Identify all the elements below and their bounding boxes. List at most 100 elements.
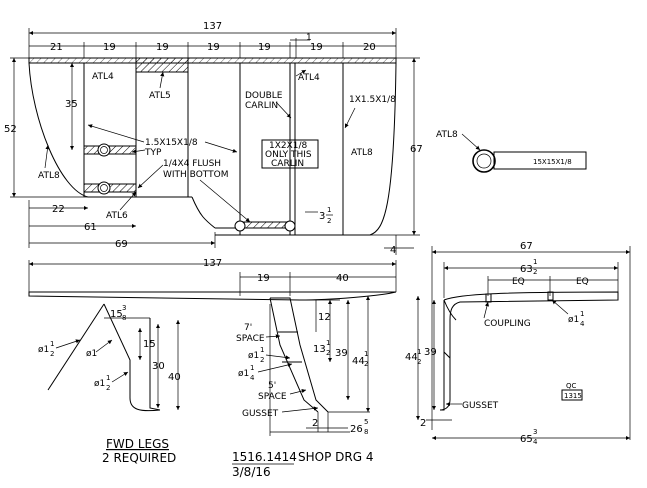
fwd-dia-a-num: 1: [50, 340, 54, 348]
end-dia-q-den: 4: [580, 320, 585, 328]
dim-3-half-num: 1: [327, 206, 331, 214]
mid-legs: 12 13 1 2 39 44 1 2 7' SPACE ø1 1 2 ø1 1…: [236, 296, 371, 436]
atl5: ATL5: [149, 91, 171, 101]
mid-dim-12: 12: [318, 312, 331, 323]
height-52: 52: [4, 124, 17, 135]
section-atl8: ATL8: [436, 130, 458, 140]
segment-19-d: 19: [258, 42, 271, 53]
drawing-date: 3/8/16: [232, 465, 271, 479]
overall-length-137: 137: [203, 21, 222, 32]
fwd-dim-40: 40: [168, 372, 181, 383]
fwd-dia-a-den: 2: [50, 350, 54, 358]
coupling: COUPLING: [484, 319, 531, 329]
fwd-dia-b-num: 1: [106, 374, 110, 382]
fwd-dia-1-half-a: ø1: [38, 345, 49, 355]
member-right: 1X1.5X1/8: [349, 95, 396, 105]
double-carlin-2: CARLIN: [245, 101, 278, 111]
segment-19-a: 19: [103, 42, 116, 53]
fwd-dim-15: 15: [143, 339, 156, 350]
mid-dim-44-whole: 44: [352, 356, 365, 367]
eq-1: EQ: [512, 277, 525, 287]
carlin-box-1: 1X2X1/8: [269, 141, 308, 151]
dim-3-half-den: 2: [327, 217, 331, 225]
segment-20: 20: [363, 42, 376, 53]
fwd-dim-15-whole: 15: [110, 309, 123, 320]
segment-19-e: 19: [310, 42, 323, 53]
mid-dia-q-num: 1: [250, 364, 254, 372]
dim-69: 69: [115, 239, 128, 250]
section-detail: ATL8 15X15X1/8: [436, 130, 587, 173]
dim-22: 22: [52, 204, 65, 215]
mid-dim-13-whole: 13: [313, 344, 326, 355]
section-member: 15X15X1/8: [533, 158, 572, 166]
end-dim-63-whole: 63: [520, 264, 533, 275]
double-carlin-1: DOUBLE: [245, 91, 283, 101]
mid-dim-2: 2: [312, 418, 318, 429]
dim-35: 35: [65, 99, 78, 110]
mid-dim-13-den: 2: [326, 349, 330, 357]
space-7: 7': [244, 323, 252, 333]
end-dim-65-whole: 65: [520, 434, 533, 445]
mid-dim-26-num: 5: [364, 418, 368, 426]
mid-dia-1-half: ø1: [248, 351, 259, 361]
fwd-dim-15-den: 8: [122, 314, 126, 322]
drawing-number: 1516.1414: [232, 450, 297, 464]
end-dim-44-whole: 44: [405, 352, 418, 363]
atl4-right: ATL4: [298, 73, 320, 83]
drawing-name: SHOP DRG 4: [298, 450, 373, 464]
qc-label: QC: [566, 382, 577, 390]
carlin-box-3: CARLIN: [271, 159, 304, 169]
mid-gusset: GUSSET: [242, 409, 279, 419]
mid-dia-half-den: 2: [260, 356, 264, 364]
fwd-dia-1: ø1: [86, 349, 97, 359]
side-view: 137 19 40: [28, 258, 397, 301]
end-dim-39: 39: [424, 347, 437, 358]
carlin-box-2: ONLY THIS: [265, 150, 312, 160]
end-dim-44-num: 1: [417, 348, 421, 356]
flush-2: WITH BOTTOM: [163, 170, 228, 180]
member-typ-1: 1.5X15X1/8: [145, 138, 198, 148]
mid-dia-1-quarter: ø1: [238, 369, 249, 379]
fwd-legs-subtitle: 2 REQUIRED: [102, 451, 176, 465]
segment-21: 21: [50, 42, 63, 53]
mid-dia-half-num: 1: [260, 346, 264, 354]
end-dim-44-den: 2: [417, 358, 421, 366]
segment-19-c: 19: [207, 42, 220, 53]
space-5: 5': [268, 381, 276, 391]
eq-2: EQ: [576, 277, 589, 287]
mid-dim-26-den: 8: [364, 428, 368, 436]
carlin-box: [261, 139, 319, 169]
qc-value: 1315: [564, 392, 582, 400]
mid-dim-13-num: 1: [326, 339, 330, 347]
atl8-left: ATL8: [38, 171, 60, 181]
dim-3-half-whole: 3: [319, 211, 325, 222]
segment-ticks: [83, 42, 344, 58]
qc-box: [561, 389, 583, 401]
side-dim-19: 19: [257, 273, 270, 284]
title-block: 1516.1414 SHOP DRG 4 3/8/16: [232, 450, 373, 479]
fwd-dim-30: 30: [152, 361, 165, 372]
end-dim-65-den: 4: [533, 438, 538, 446]
segment-19-b: 19: [156, 42, 169, 53]
end-dim-67: 67: [520, 241, 533, 252]
mid-dim-39: 39: [335, 348, 348, 359]
top-view: 137 21 19 19 19 19 19 20 1: [4, 21, 423, 256]
end-dia-1-quarter: ø1: [568, 315, 579, 325]
space-5-word: SPACE: [258, 392, 287, 402]
end-dia-q-num: 1: [580, 310, 584, 318]
end-view: 67 63 1 2 EQ EQ COUPLING ø1 1 4 44 1 2 3…: [405, 241, 631, 446]
fwd-dim-15-num: 3: [122, 304, 126, 312]
mid-dim-26-whole: 26: [350, 424, 363, 435]
atl4-left: ATL4: [92, 72, 114, 82]
side-dim-40: 40: [336, 273, 349, 284]
atl8-right: ATL8: [351, 148, 373, 158]
fwd-legs: 15 3 8 15 30 40 ø1 1 2 ø1 ø1 1 2 FWD LEG…: [38, 303, 181, 465]
mid-dia-q-den: 4: [250, 374, 255, 382]
mid-dim-44-den: 2: [364, 360, 368, 368]
end-dim-63-num: 1: [533, 258, 537, 266]
space-7-word: SPACE: [236, 334, 265, 344]
end-dim-65-num: 3: [533, 428, 537, 436]
height-67: 67: [410, 144, 423, 155]
end-dim-2: 2: [420, 418, 426, 429]
